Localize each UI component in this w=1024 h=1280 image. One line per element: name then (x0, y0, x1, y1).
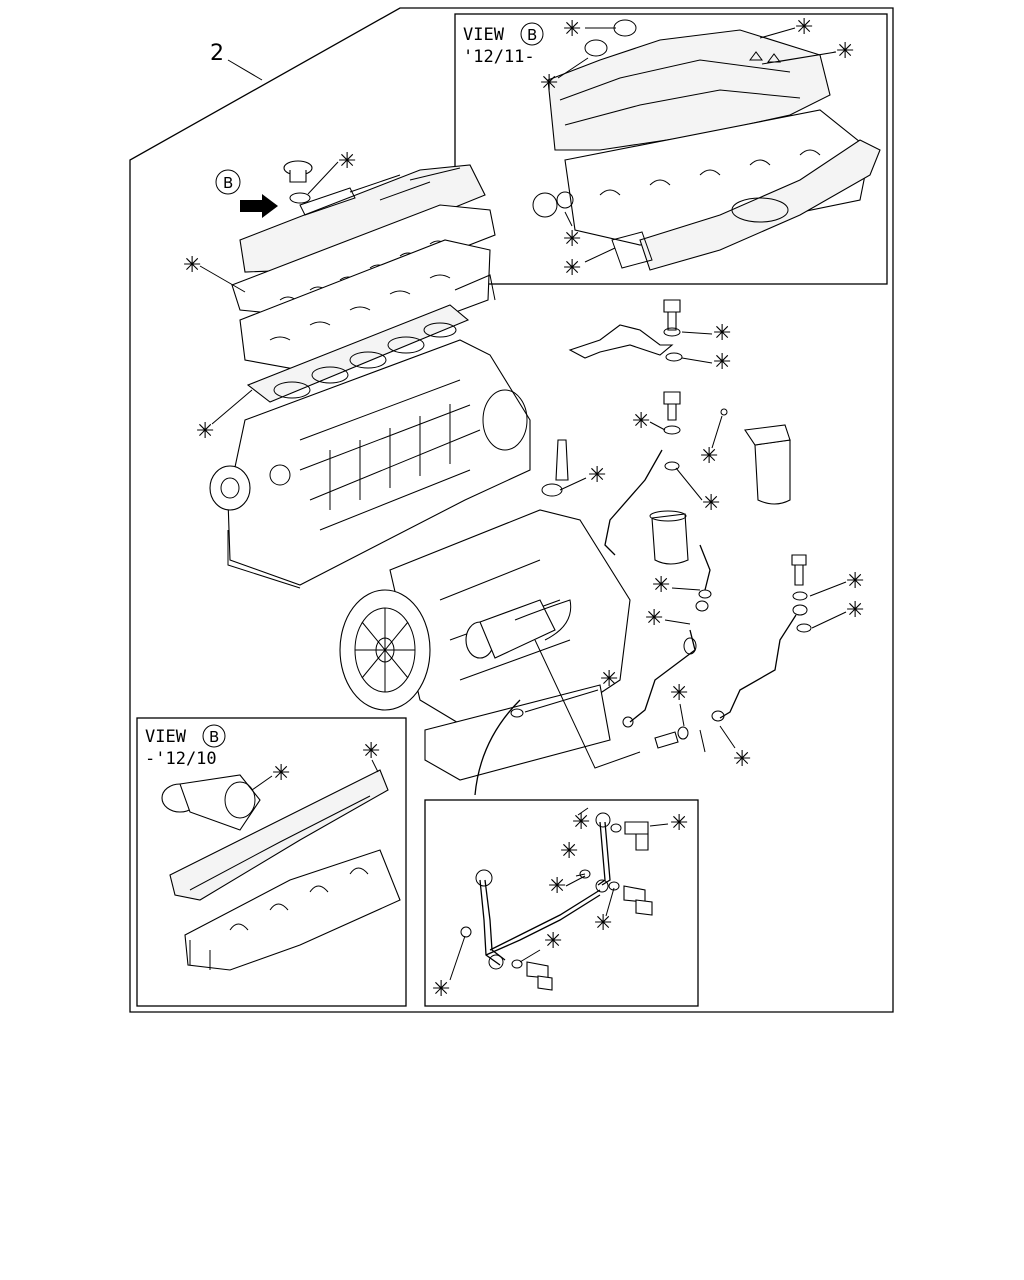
asterisk-marker-27: ✳ (560, 839, 578, 864)
asterisk-marker-22: ✳ (733, 747, 751, 772)
main-label-leader (227, 59, 263, 81)
view-top-title: VIEW (463, 25, 505, 45)
asterisk-marker-23: ✳ (272, 761, 290, 786)
asterisk-marker-17: ✳ (652, 573, 670, 598)
asterisk-marker-18: ✳ (645, 606, 663, 631)
asterisk-marker-1: ✳ (563, 17, 581, 42)
asterisk-marker-28: ✳ (548, 874, 566, 899)
asterisk-marker-24: ✳ (362, 739, 380, 764)
asterisk-marker-19: ✳ (846, 569, 864, 594)
engine-block (209, 339, 531, 589)
asterisk-marker-25: ✳ (572, 810, 590, 835)
asterisk-marker-3: ✳ (836, 39, 854, 64)
asterisk-marker-7: ✳ (338, 149, 356, 174)
asterisk-marker-30: ✳ (544, 929, 562, 954)
engine-head-assembly: B ✳ ✳ ✳ (183, 149, 496, 444)
asterisk-marker-16: ✳ (702, 491, 720, 516)
view-b-bottom-inset: VIEW B -'12/10 ✳ ✳ (136, 717, 407, 1007)
asterisk-marker-14: ✳ (632, 409, 650, 434)
asterisk-marker-11: ✳ (600, 667, 618, 692)
asterisk-marker-20: ✳ (846, 598, 864, 623)
asterisk-marker-12: ✳ (713, 321, 731, 346)
view-top-range: '12/11- (463, 47, 535, 67)
callout-b-letter: B (223, 174, 233, 192)
asterisk-marker-10: ✳ (588, 463, 606, 488)
asterisk-marker-8: ✳ (183, 253, 201, 278)
fuel-system-parts: ✳ ✳ ✳ ✳ ✳ ✳ ✳ (514, 299, 864, 772)
asterisk-marker-26: ✳ (670, 811, 688, 836)
view-bottom-title: VIEW (145, 727, 187, 747)
asterisk-marker-6: ✳ (563, 256, 581, 281)
asterisk-marker-9: ✳ (196, 419, 214, 444)
wiring-harness-inset: ✳ ✳ ✳ ✳ ✳ ✳ ✳ (424, 799, 699, 1007)
asterisk-marker-29: ✳ (594, 911, 612, 936)
asterisk-marker-5: ✳ (563, 227, 581, 252)
asterisk-marker-15: ✳ (700, 444, 718, 469)
direction-arrow (240, 194, 278, 218)
main-part-number: 2 (210, 41, 224, 66)
view-top-circle-letter: B (527, 26, 537, 44)
asterisk-marker-4: ✳ (540, 71, 558, 96)
view-bottom-circle-letter: B (209, 728, 219, 746)
asterisk-marker-21: ✳ (670, 681, 688, 706)
outer-frame (129, 7, 894, 1013)
asterisk-marker-31: ✳ (432, 977, 450, 1002)
view-bottom-range: -'12/10 (145, 749, 217, 769)
asterisk-marker-2: ✳ (795, 15, 813, 40)
engine-lower-assembly: ✳ ✳ (339, 439, 631, 796)
asterisk-marker-13: ✳ (713, 350, 731, 375)
view-b-top-inset: VIEW B '12/11- ✳ ✳ ✳ ✳ ✳ ✳ (454, 13, 888, 285)
